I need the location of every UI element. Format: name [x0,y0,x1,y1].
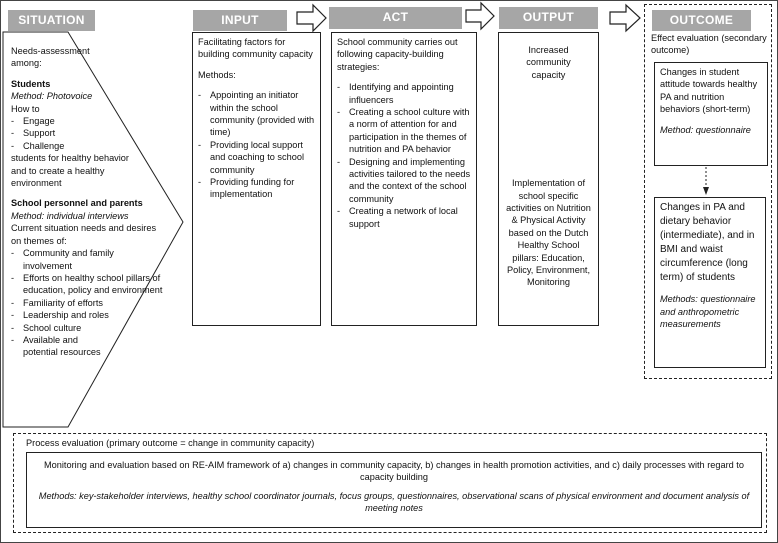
students-heading: Students [11,78,51,89]
situation-content: Needs-assessment among: Students Method:… [11,45,171,359]
list-item: School culture [11,322,171,335]
header-input: INPUT [193,10,287,31]
input-list: Appointing an initiator within the schoo… [198,89,315,201]
process-methods: Methods: key-stakeholder interviews, hea… [38,490,750,514]
input-methods-label: Methods: [198,69,236,80]
process-text: Monitoring and evaluation based on RE-AI… [44,460,744,483]
list-item: Community and family involvement [11,247,143,272]
header-output: OUTPUT [499,7,598,29]
act-box: School community carries out following c… [331,32,477,326]
arrow-output-to-outcome [609,3,641,33]
list-item: Support [11,127,171,140]
outcome-dashed-frame [644,4,772,379]
list-item: Engage [11,115,171,128]
process-label: Process evaluation (primary outcome = ch… [26,438,315,448]
list-item: Available and potential resources [11,334,103,359]
header-outcome: OUTCOME [652,10,751,31]
short-term-method: Method: questionnaire [660,124,751,135]
arrow-input-to-act [296,3,327,33]
list-item: Appointing an initiator within the schoo… [198,89,315,139]
arrow-act-to-output [465,1,495,31]
output-top: Increased community capacity [526,45,571,80]
list-item: Familiarity of efforts [11,297,171,310]
output-bottom: Implementation of school specific activi… [506,178,591,288]
input-box: Facilitating factors for building commun… [192,32,321,326]
process-dashed-frame [13,433,767,533]
list-item: Designing and implementing activities ta… [337,156,471,206]
process-box: Monitoring and evaluation based on RE-AI… [26,452,762,528]
act-list: Identifying and appointing influencers C… [337,81,471,230]
students-method: Method: Photovoice [11,91,93,102]
list-item: Creating a school culture with a norm of… [337,106,471,156]
personnel-heading: School personnel and parents [11,198,143,209]
header-situation: SITUATION [8,10,95,31]
list-item: Efforts on healthy school pillars of edu… [11,272,173,297]
long-term-text: Changes in PA and dietary behavior (inte… [660,202,755,283]
input-intro: Facilitating factors for building commun… [198,37,313,60]
list-item: Creating a network of local support [337,205,471,230]
short-term-box: Changes in student attitude towards heal… [654,62,768,166]
act-intro: School community carries out following c… [337,37,458,72]
themes-list: Community and family involvement Efforts… [11,247,171,359]
output-box: Increased community capacity Implementat… [498,32,599,326]
header-act: ACT [329,7,462,29]
long-term-box: Changes in PA and dietary behavior (inte… [654,197,766,368]
how-to-list: Engage Support Challenge [11,115,171,153]
how-to-label: How to [11,103,40,114]
situation-intro: Needs-assessment among: [11,46,90,69]
list-item: Identifying and appointing influencers [337,81,471,106]
personnel-method: Method: individual interviews [11,210,129,221]
short-term-text: Changes in student attitude towards heal… [660,67,758,115]
long-term-method: Methods: questionnaire and anthropometri… [660,294,756,329]
list-item: Challenge [11,140,171,153]
students-goal: students for healthy behavior and to cre… [11,153,129,189]
list-item: Leadership and roles [11,309,171,322]
list-item: Providing local support and coaching to … [198,139,315,176]
outcome-label: Effect evaluation (secondary outcome) [651,33,767,56]
list-item: Providing funding for implementation [198,176,315,201]
personnel-intro: Current situation needs and desires on t… [11,223,157,246]
